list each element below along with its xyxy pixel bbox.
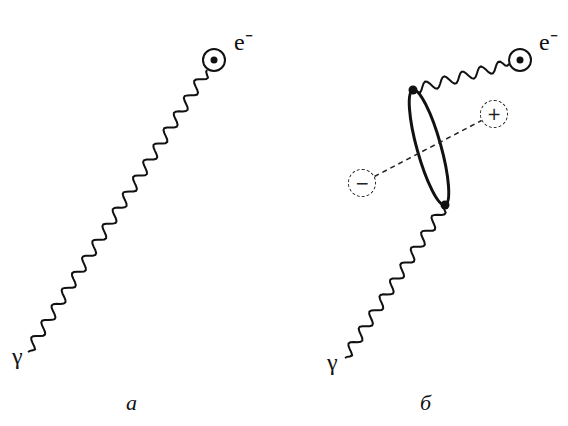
particle-label: e⁻: [539, 30, 558, 54]
photon-line: [28, 70, 208, 352]
vertex-dot: [409, 86, 418, 95]
photon-line: [345, 205, 446, 358]
vertex-dot: [441, 201, 450, 210]
charge-circle: −: [348, 169, 376, 197]
dashed-connector: [374, 120, 481, 176]
particle-label: γ: [12, 344, 23, 368]
electron-dot: [211, 57, 218, 64]
particle-label: γ: [327, 350, 338, 374]
charge-sign: −: [355, 175, 369, 192]
electron-symbol: [509, 49, 531, 71]
vacuum-loop: [401, 87, 456, 208]
photon-line: [413, 62, 509, 93]
panel-letter: б: [420, 392, 431, 414]
charge-sign: +: [487, 106, 501, 123]
charge-circle: +: [480, 100, 508, 128]
panel-letter: а: [126, 392, 137, 414]
particle-label: e⁻: [234, 30, 253, 54]
electron-symbol: [203, 49, 225, 71]
electron-dot: [517, 57, 524, 64]
